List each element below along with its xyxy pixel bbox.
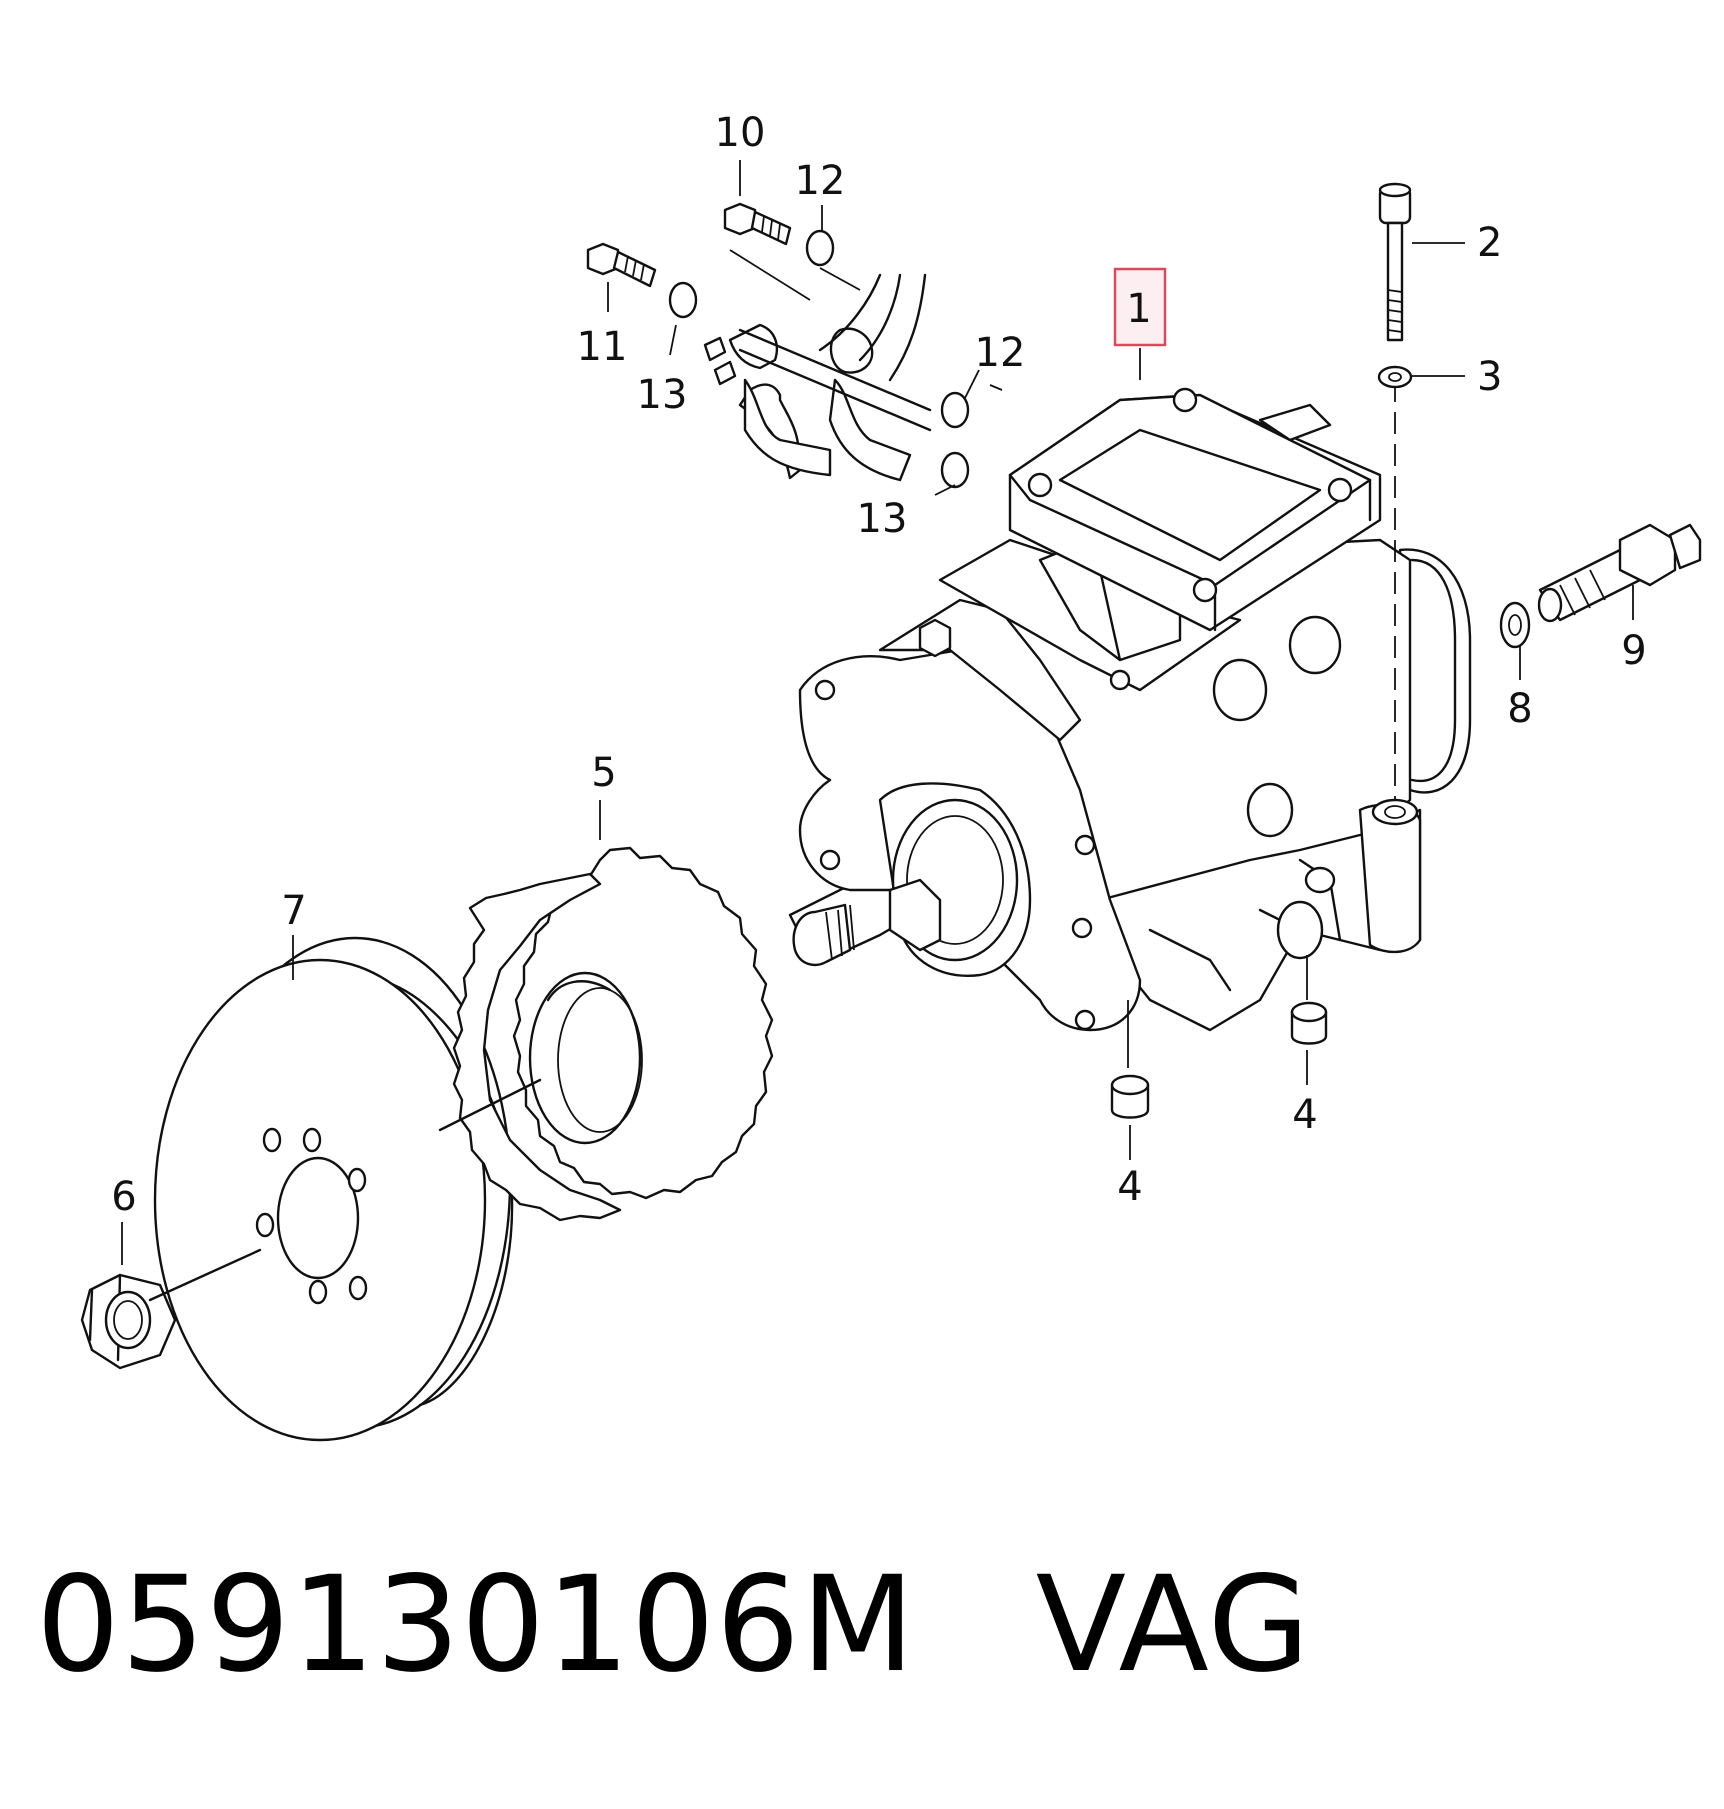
callout-3: 3 bbox=[1477, 354, 1502, 400]
callout-2: 2 bbox=[1477, 220, 1502, 266]
callout-1: 1 bbox=[1126, 286, 1151, 332]
highlight-box-callout-1 bbox=[1113, 267, 1167, 347]
callout-13-right: 13 bbox=[857, 496, 908, 542]
callout-10: 10 bbox=[715, 110, 766, 156]
bolt-part-10 bbox=[723, 202, 792, 246]
callout-5: 5 bbox=[591, 750, 616, 796]
fuel-lines bbox=[668, 229, 970, 489]
brand-name: VAG bbox=[1035, 1548, 1311, 1702]
washer-part-3 bbox=[1377, 365, 1413, 389]
callout-11: 11 bbox=[577, 324, 628, 370]
nut-part-6 bbox=[80, 1273, 177, 1370]
callout-13-left: 13 bbox=[637, 372, 688, 418]
bolt-part-11 bbox=[586, 242, 657, 288]
seal-part-8 bbox=[1499, 601, 1531, 649]
bushing-part-4-right bbox=[1290, 1001, 1328, 1045]
part-number: 059130106M bbox=[36, 1548, 916, 1702]
pump-body bbox=[798, 538, 1472, 1032]
leader-lines bbox=[121, 160, 1634, 1265]
callout-7: 7 bbox=[281, 888, 306, 934]
callout-12-right: 12 bbox=[975, 330, 1026, 376]
callout-8: 8 bbox=[1507, 686, 1532, 732]
callout-4-left: 4 bbox=[1117, 1164, 1142, 1210]
part-caption: 059130106M VAG bbox=[36, 1548, 1311, 1702]
bushing-part-4-left bbox=[1110, 1074, 1150, 1119]
callout-6: 6 bbox=[111, 1174, 136, 1220]
control-unit-cover bbox=[1008, 387, 1382, 632]
bolt-part-2 bbox=[1378, 182, 1412, 800]
callout-4-right: 4 bbox=[1292, 1092, 1317, 1138]
gear-part-5 bbox=[452, 846, 774, 1222]
callout-12-top: 12 bbox=[795, 158, 846, 204]
union-part-9 bbox=[1537, 523, 1702, 623]
pulley-part-7 bbox=[153, 936, 514, 1442]
callout-9: 9 bbox=[1621, 628, 1646, 674]
